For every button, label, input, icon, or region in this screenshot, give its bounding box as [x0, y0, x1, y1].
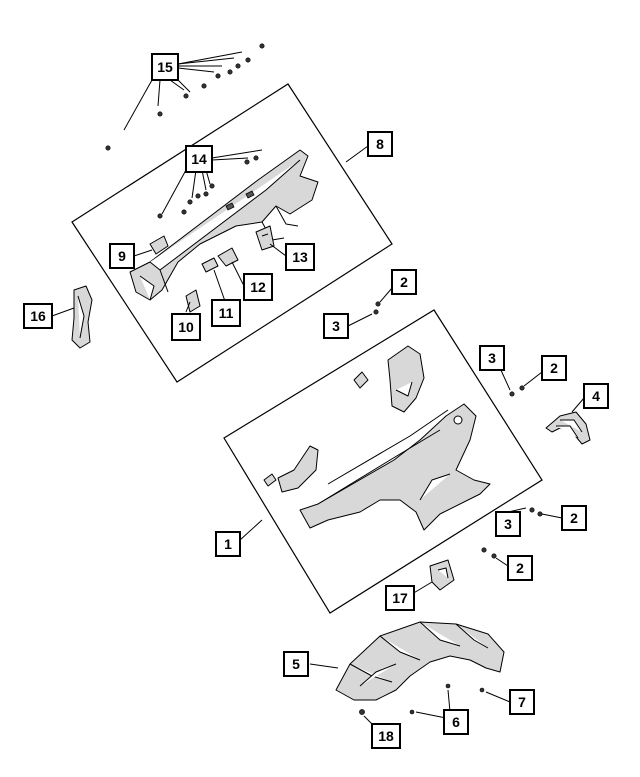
bracket-13 [255, 225, 275, 251]
callout-4: 4 [583, 383, 609, 409]
pillar-16 [71, 285, 93, 349]
callout-1: 1 [215, 531, 241, 557]
svg-text:3: 3 [504, 516, 512, 532]
svg-text:13: 13 [292, 249, 308, 265]
fasteners-15 [105, 43, 265, 151]
fasteners-lower [359, 301, 543, 715]
callout-2-upper: 2 [391, 269, 417, 295]
svg-text:15: 15 [157, 59, 173, 75]
svg-text:16: 16 [30, 308, 46, 324]
callout-16: 16 [23, 303, 53, 329]
svg-text:2: 2 [550, 360, 558, 376]
svg-text:11: 11 [219, 305, 234, 321]
svg-text:9: 9 [118, 248, 126, 264]
trim-piece-4 [545, 411, 591, 445]
callout-8: 8 [367, 131, 393, 157]
callout-9: 9 [109, 243, 135, 269]
wheelhouse-liner-5 [335, 621, 505, 701]
svg-text:10: 10 [178, 319, 194, 335]
bracket-11 [201, 257, 219, 273]
callout-2-lower-right: 2 [561, 505, 587, 531]
svg-text:3: 3 [488, 350, 496, 366]
callout-2-lower: 2 [507, 555, 533, 581]
upper-rail-part [129, 149, 319, 301]
svg-text:2: 2 [400, 274, 408, 290]
quarter-panel-part [299, 403, 491, 531]
bracket-9 [149, 235, 169, 255]
callout-2-right: 2 [541, 355, 567, 381]
svg-text:7: 7 [518, 694, 526, 710]
svg-text:8: 8 [376, 136, 384, 152]
callout-11: 11 [211, 299, 241, 327]
callout-13: 13 [285, 243, 315, 271]
bracket-17 [429, 559, 455, 591]
callout-14: 14 [185, 145, 213, 173]
callout-10: 10 [171, 313, 201, 341]
callout-6: 6 [443, 709, 469, 735]
bracket-10 [185, 289, 201, 313]
svg-text:14: 14 [191, 151, 207, 167]
svg-text:18: 18 [378, 728, 394, 744]
svg-text:12: 12 [250, 279, 266, 295]
leader-lines [51, 51, 585, 727]
callout-7: 7 [509, 689, 535, 715]
svg-text:1: 1 [224, 536, 232, 552]
svg-text:2: 2 [516, 560, 524, 576]
upper-assembly-frame [71, 83, 393, 383]
callout-15: 15 [151, 53, 179, 81]
svg-text:5: 5 [292, 656, 300, 672]
callout-17: 17 [385, 585, 415, 611]
lower-assembly-frame [223, 309, 543, 614]
callout-5: 5 [283, 651, 309, 677]
fasteners-14 [157, 155, 259, 219]
svg-text:3: 3 [332, 318, 340, 334]
upper-brace-part [353, 345, 425, 413]
lower-bracket-part [263, 445, 319, 493]
callout-3-upper: 3 [323, 313, 349, 339]
svg-text:17: 17 [392, 590, 408, 606]
svg-text:4: 4 [592, 388, 600, 404]
bracket-12 [217, 247, 239, 267]
callout-3-right: 3 [479, 345, 505, 371]
callout-12: 12 [243, 273, 273, 301]
callout-3-lower: 3 [495, 511, 521, 537]
svg-text:2: 2 [570, 510, 578, 526]
callout-18: 18 [371, 723, 401, 749]
svg-text:6: 6 [452, 714, 460, 730]
